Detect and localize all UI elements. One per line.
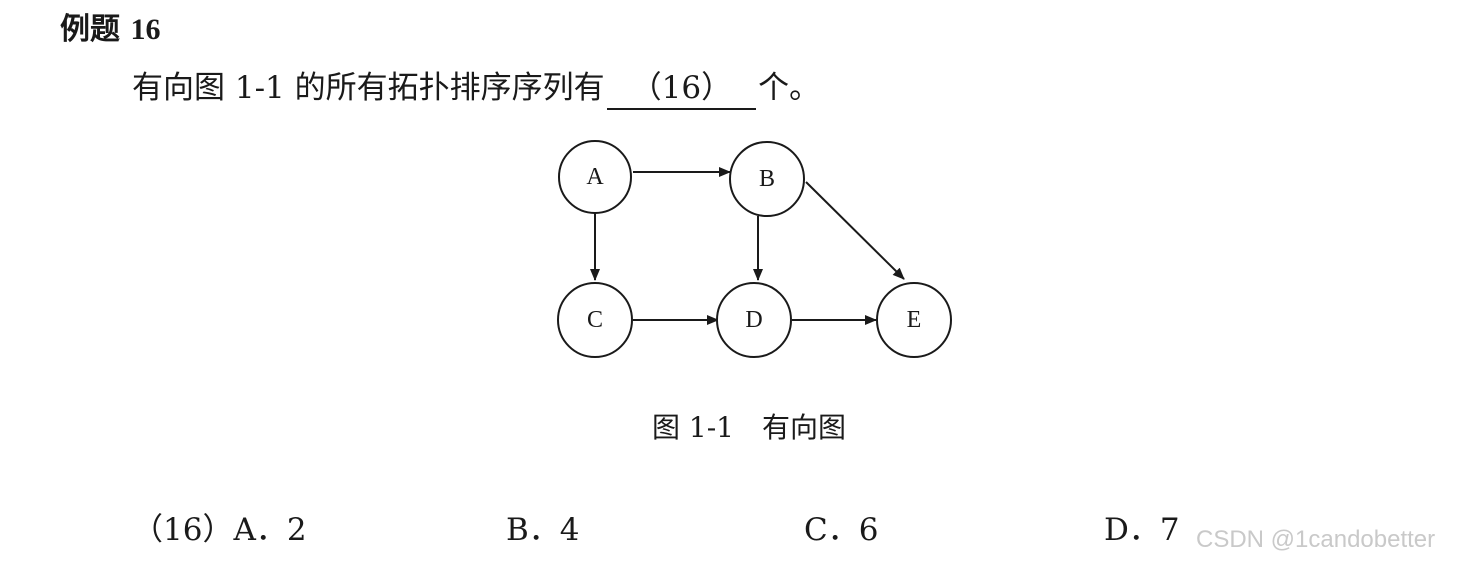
figure-caption: 图 1-1 有向图 xyxy=(652,411,846,444)
node-d: D xyxy=(716,282,792,358)
option-d: D．7 xyxy=(1104,512,1180,548)
question-before-blank: 有向图 1-1 的所有拓扑排序序列有 xyxy=(132,70,605,106)
node-c-label: C xyxy=(587,307,603,333)
options-prefix: （16） xyxy=(132,512,234,548)
node-e-label: E xyxy=(907,307,922,333)
node-d-label: D xyxy=(745,307,762,333)
node-a-label: A xyxy=(586,164,604,190)
node-e: E xyxy=(876,282,952,358)
question-text: 有向图 1-1 的所有拓扑排序序列有（16）个。 xyxy=(132,66,820,110)
node-b: B xyxy=(729,141,805,217)
node-b-label: B xyxy=(759,166,775,192)
node-c: C xyxy=(557,282,633,358)
answer-blank: （16） xyxy=(606,68,757,110)
exercise-label: 例题 xyxy=(60,12,120,47)
exercise-number: 16 xyxy=(130,13,161,46)
exercise-title: 例题 16 xyxy=(60,10,160,50)
directed-graph: A B C D E xyxy=(557,140,952,358)
edge-b-e xyxy=(805,181,905,280)
watermark: CSDN @1candobetter xyxy=(1196,526,1436,553)
node-a: A xyxy=(558,140,632,214)
option-a-text: A．2 xyxy=(233,512,307,548)
option-c: C．6 xyxy=(804,512,879,548)
question-after-blank: 个。 xyxy=(758,70,821,106)
option-b: B．4 xyxy=(506,512,580,548)
option-a: （16）A．2 xyxy=(132,508,307,552)
